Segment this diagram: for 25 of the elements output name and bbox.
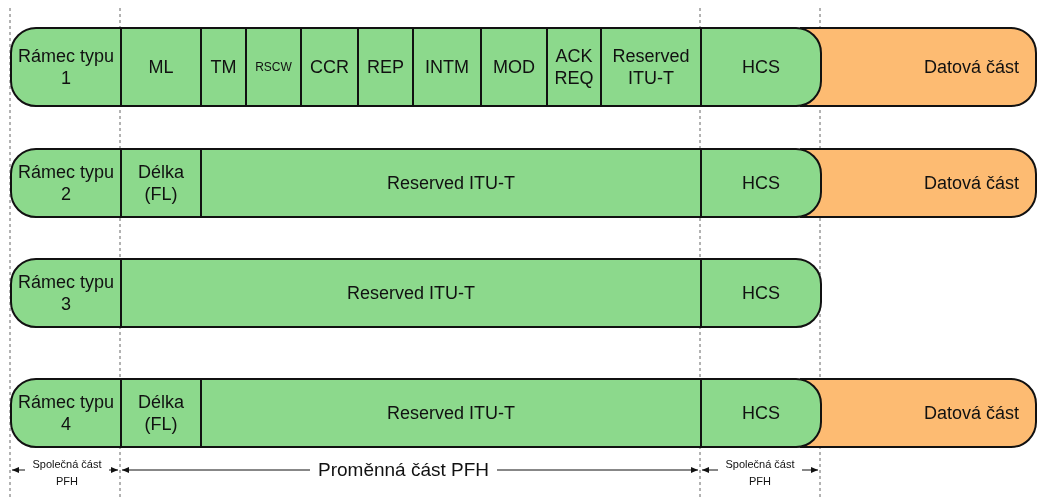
frame-type-cell: Rámec typu 4 bbox=[10, 378, 122, 448]
field-cell: Reserved ITU-T bbox=[200, 148, 702, 218]
field-cell: CCR bbox=[300, 27, 359, 107]
field-cell: Reserved ITU-T bbox=[120, 258, 702, 328]
field-cell: Reserved ITU-T bbox=[600, 27, 702, 107]
field-cell: ACK REQ bbox=[546, 27, 602, 107]
data-cell: Datová část bbox=[800, 378, 1037, 448]
field-cell: INTM bbox=[412, 27, 482, 107]
field-cell: Délka (FL) bbox=[120, 148, 202, 218]
data-cell: Datová část bbox=[800, 148, 1037, 218]
frame-type-cell: Rámec typu 3 bbox=[10, 258, 122, 328]
data-cell: Datová část bbox=[800, 27, 1037, 107]
field-cell: REP bbox=[357, 27, 414, 107]
checksum-cell: HCS bbox=[700, 148, 822, 218]
field-cell: RSCW bbox=[245, 27, 302, 107]
field-cell: TM bbox=[200, 27, 247, 107]
checksum-cell: HCS bbox=[700, 258, 822, 328]
field-cell: Reserved ITU-T bbox=[200, 378, 702, 448]
checksum-cell: HCS bbox=[700, 378, 822, 448]
frame-type-cell: Rámec typu 1 bbox=[10, 27, 122, 107]
field-cell: ML bbox=[120, 27, 202, 107]
checksum-cell: HCS bbox=[700, 27, 822, 107]
field-cell: Délka (FL) bbox=[120, 378, 202, 448]
frame-type-cell: Rámec typu 2 bbox=[10, 148, 122, 218]
field-cell: MOD bbox=[480, 27, 548, 107]
